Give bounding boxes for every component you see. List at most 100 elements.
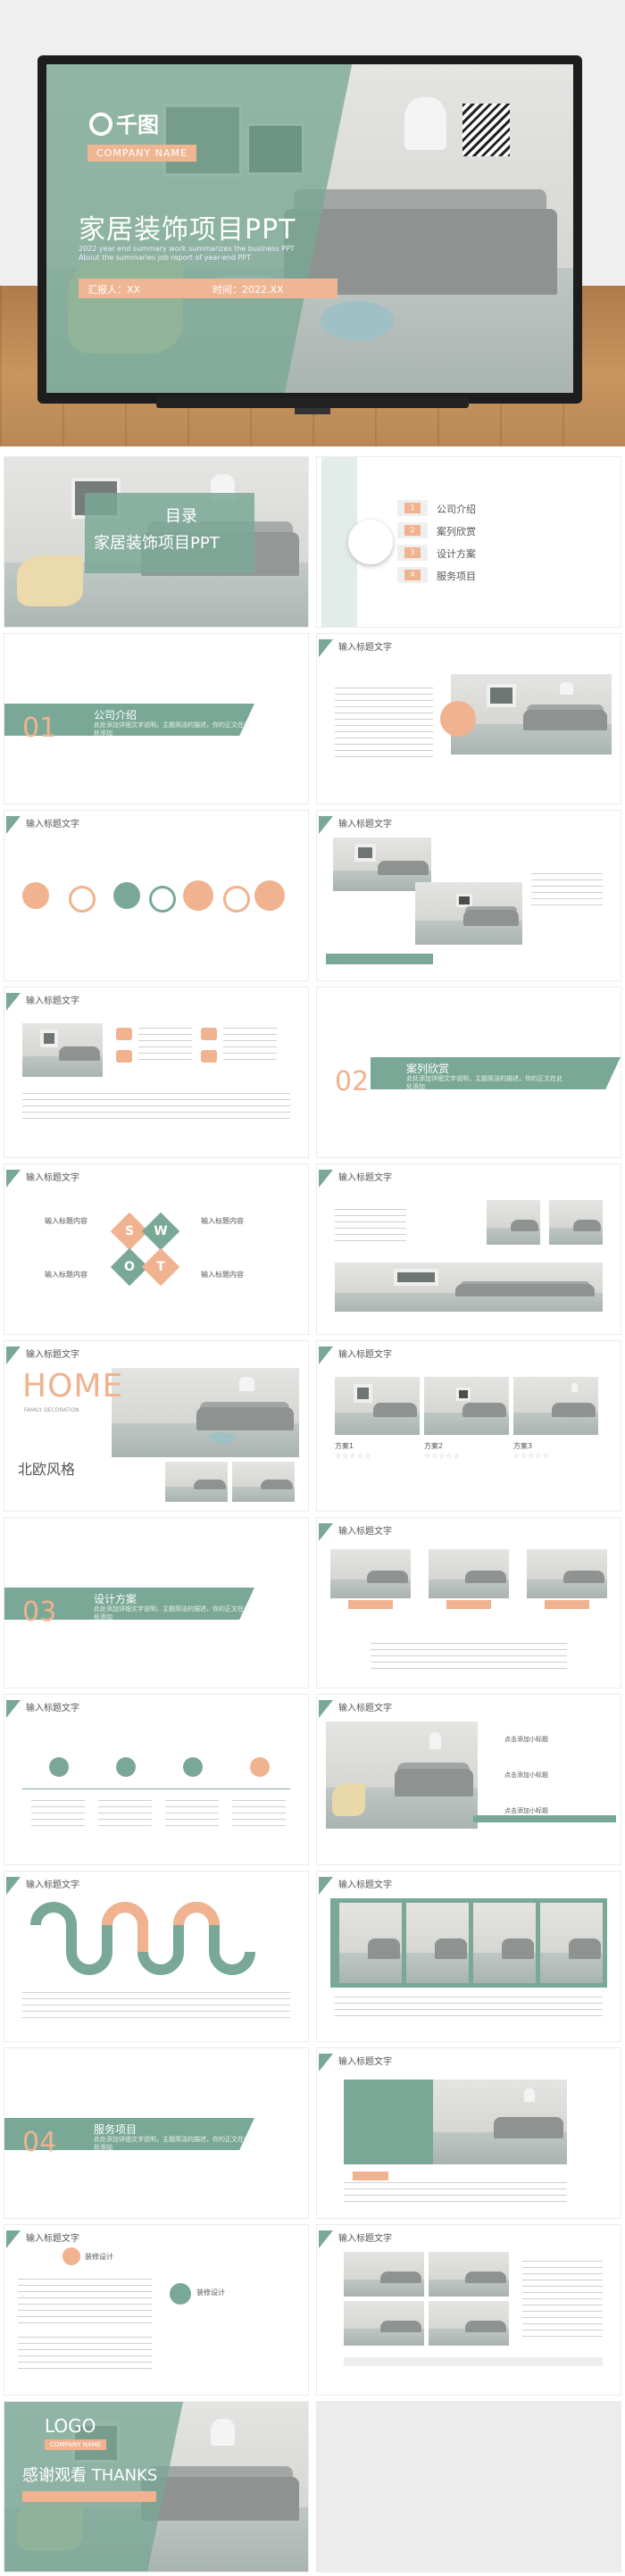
plan-3-stars: ☆☆☆☆☆ bbox=[513, 1452, 550, 1460]
slide-blank bbox=[317, 2402, 621, 2572]
section-desc: 此处添加详细文字说明，主题简洁的描述，你的正文在此处添加 bbox=[94, 2136, 250, 2151]
hero-mockup: 千图 COMPANY NAME 家居装饰项目PPT 2022 year end … bbox=[0, 0, 625, 446]
plan-3-label: 方案3 bbox=[513, 1442, 533, 1450]
slide-callout: 输入标题文字 点击添加小标题 点击添加小标题 点击添加小标题 bbox=[317, 1695, 621, 1864]
section-number: 01 bbox=[22, 713, 57, 744]
section-number: 02 bbox=[335, 1066, 370, 1097]
logo-text: 千图 bbox=[116, 113, 159, 138]
slide-plans: 输入标题文字 方案1 方案2 方案3 ☆☆☆☆☆ ☆☆☆☆☆ ☆☆☆☆☆ bbox=[317, 1341, 621, 1511]
slide-photos-1: 输入标题文字 bbox=[317, 811, 621, 980]
slide-title: 输入标题文字 bbox=[317, 1523, 401, 1541]
service-label-1: 装修设计 bbox=[85, 2253, 113, 2261]
swot-heading-3: 输入标题内容 bbox=[201, 1217, 244, 1225]
section-desc: 此处添加详细文字说明，主题简洁的描述，你的正文在此处添加 bbox=[94, 721, 250, 737]
swot-heading-4: 输入标题内容 bbox=[201, 1271, 244, 1279]
section-label: 设计方案 bbox=[94, 1593, 138, 1605]
step-2-icon bbox=[69, 886, 96, 913]
slide-title: 输入标题文字 bbox=[317, 2054, 401, 2072]
service-label-2: 装修设计 bbox=[196, 2288, 225, 2297]
home-sub: FAMILY DECORATION bbox=[24, 1407, 79, 1413]
thanks-title: 感谢观看 THANKS bbox=[22, 2466, 158, 2485]
callout-2: 点击添加小标题 bbox=[504, 1772, 548, 1779]
hero-meta-bar: 汇报人：XX 时间：2022.XX bbox=[79, 279, 338, 298]
section-label: 服务项目 bbox=[94, 2123, 138, 2136]
slide-title: 输入标题文字 bbox=[317, 1170, 401, 1188]
slide-title: 输入标题文字 bbox=[4, 816, 88, 834]
snake-timeline bbox=[30, 1902, 255, 1975]
point-icon-2 bbox=[116, 1757, 136, 1777]
plan-2-stars: ☆☆☆☆☆ bbox=[424, 1452, 461, 1460]
slide-title: 输入标题文字 bbox=[317, 1700, 401, 1718]
hero-title: 家居装饰项目PPT bbox=[79, 214, 296, 246]
date: 时间：2022.XX bbox=[212, 284, 284, 296]
plan-1-label: 方案1 bbox=[335, 1442, 354, 1450]
section-desc: 此处添加详细文字说明，主题简洁的描述，你的正文在此处添加 bbox=[94, 1605, 250, 1621]
slide-title: 输入标题文字 bbox=[4, 1170, 88, 1188]
slide-features: 输入标题文字 bbox=[4, 988, 308, 1157]
slide-feature-photo: 输入标题文字 bbox=[317, 2048, 621, 2218]
contents-circle bbox=[348, 520, 393, 564]
swot-w: W bbox=[141, 1212, 180, 1251]
point-icon-1 bbox=[49, 1757, 69, 1777]
slide-intro: 输入标题文字 bbox=[317, 634, 621, 804]
slide-title: 输入标题文字 bbox=[317, 1877, 401, 1895]
hero-logo: 千图 bbox=[89, 107, 159, 138]
hero-subtitle: 2022 year end summary work summarizes th… bbox=[79, 245, 295, 262]
slide-title: 输入标题文字 bbox=[317, 639, 401, 657]
slide-title: 输入标题文字 bbox=[4, 993, 88, 1011]
slide-section-2: 02 案列欣赏 此处添加详细文字说明，主题简洁的描述，你的正文在此处添加 bbox=[317, 988, 621, 1157]
callout-3: 点击添加小标题 bbox=[504, 1807, 548, 1814]
slide-process: 输入标题文字 bbox=[4, 811, 308, 980]
home-heading-text: HOME bbox=[22, 1368, 124, 1405]
swot-heading-2: 输入标题内容 bbox=[45, 1271, 88, 1279]
plan-2-label: 方案2 bbox=[424, 1442, 444, 1450]
toc-subtitle: 家居装饰项目PPT bbox=[94, 534, 220, 553]
toc-title: 目录 bbox=[165, 507, 197, 526]
slide-section-3: 03 设计方案 此处添加详细文字说明，主题简洁的描述，你的正文在此处添加 bbox=[4, 1518, 308, 1688]
swot-t: T bbox=[141, 1247, 180, 1287]
step-4-icon bbox=[149, 886, 176, 913]
slide-photos-2: 输入标题文字 bbox=[317, 1164, 621, 1334]
slide-section-4: 04 服务项目 此处添加详细文字说明，主题简洁的描述，你的正文在此处添加 bbox=[4, 2048, 308, 2218]
step-1-icon bbox=[22, 882, 49, 909]
slide-section-1: 01 公司介绍 此处添加详细文字说明，主题简洁的描述，你的正文在此处添加 bbox=[4, 634, 308, 804]
tv-stand bbox=[156, 397, 469, 408]
section-number: 03 bbox=[22, 1596, 57, 1628]
thanks-company: COMPANY NAME bbox=[45, 2439, 107, 2450]
step-5-icon bbox=[183, 880, 213, 911]
point-icon-4 bbox=[250, 1757, 270, 1777]
slide-title: 输入标题文字 bbox=[4, 1346, 88, 1364]
service-icon-1 bbox=[62, 2247, 80, 2265]
tv-frame: 千图 COMPANY NAME 家居装饰项目PPT 2022 year end … bbox=[38, 55, 582, 404]
slide-grid: 输入标题文字 bbox=[317, 2225, 621, 2395]
callout-1: 点击添加小标题 bbox=[504, 1736, 548, 1743]
slide-swot: 输入标题文字 输入标题内容 输入标题内容 输入标题内容 输入标题内容 S W O… bbox=[4, 1164, 308, 1334]
slide-timeline: 输入标题文字 bbox=[4, 1872, 308, 2041]
slide-title: 输入标题文字 bbox=[4, 1877, 88, 1895]
style-title: 北欧风格 bbox=[18, 1461, 76, 1478]
home-heading: HOME bbox=[22, 1368, 123, 1405]
service-icon-2 bbox=[170, 2283, 191, 2305]
section-label: 案列欣赏 bbox=[406, 1063, 450, 1075]
slide-title: 输入标题文字 bbox=[317, 816, 401, 834]
slide-title: 输入标题文字 bbox=[317, 2230, 401, 2248]
step-6-icon bbox=[223, 886, 250, 913]
slide-title: 输入标题文字 bbox=[4, 2230, 88, 2248]
tools-icon bbox=[440, 701, 476, 737]
logo-ring-icon bbox=[89, 113, 112, 136]
section-desc: 此处添加详细文字说明，主题简洁的描述，你的正文在此处添加 bbox=[406, 1075, 562, 1090]
slide-thanks: LOGO COMPANY NAME 感谢观看 THANKS bbox=[4, 2402, 308, 2572]
plan-1-stars: ☆☆☆☆☆ bbox=[335, 1452, 371, 1460]
slide-points: 输入标题文字 bbox=[4, 1695, 308, 1864]
company-badge: COMPANY NAME bbox=[88, 145, 196, 162]
step-7-icon bbox=[254, 880, 285, 911]
slide-gallery: 输入标题文字 bbox=[317, 1872, 621, 2041]
slide-home: 输入标题文字 HOME FAMILY DECORATION 北欧风格 bbox=[4, 1341, 308, 1511]
reporter: 汇报人：XX bbox=[88, 284, 141, 296]
